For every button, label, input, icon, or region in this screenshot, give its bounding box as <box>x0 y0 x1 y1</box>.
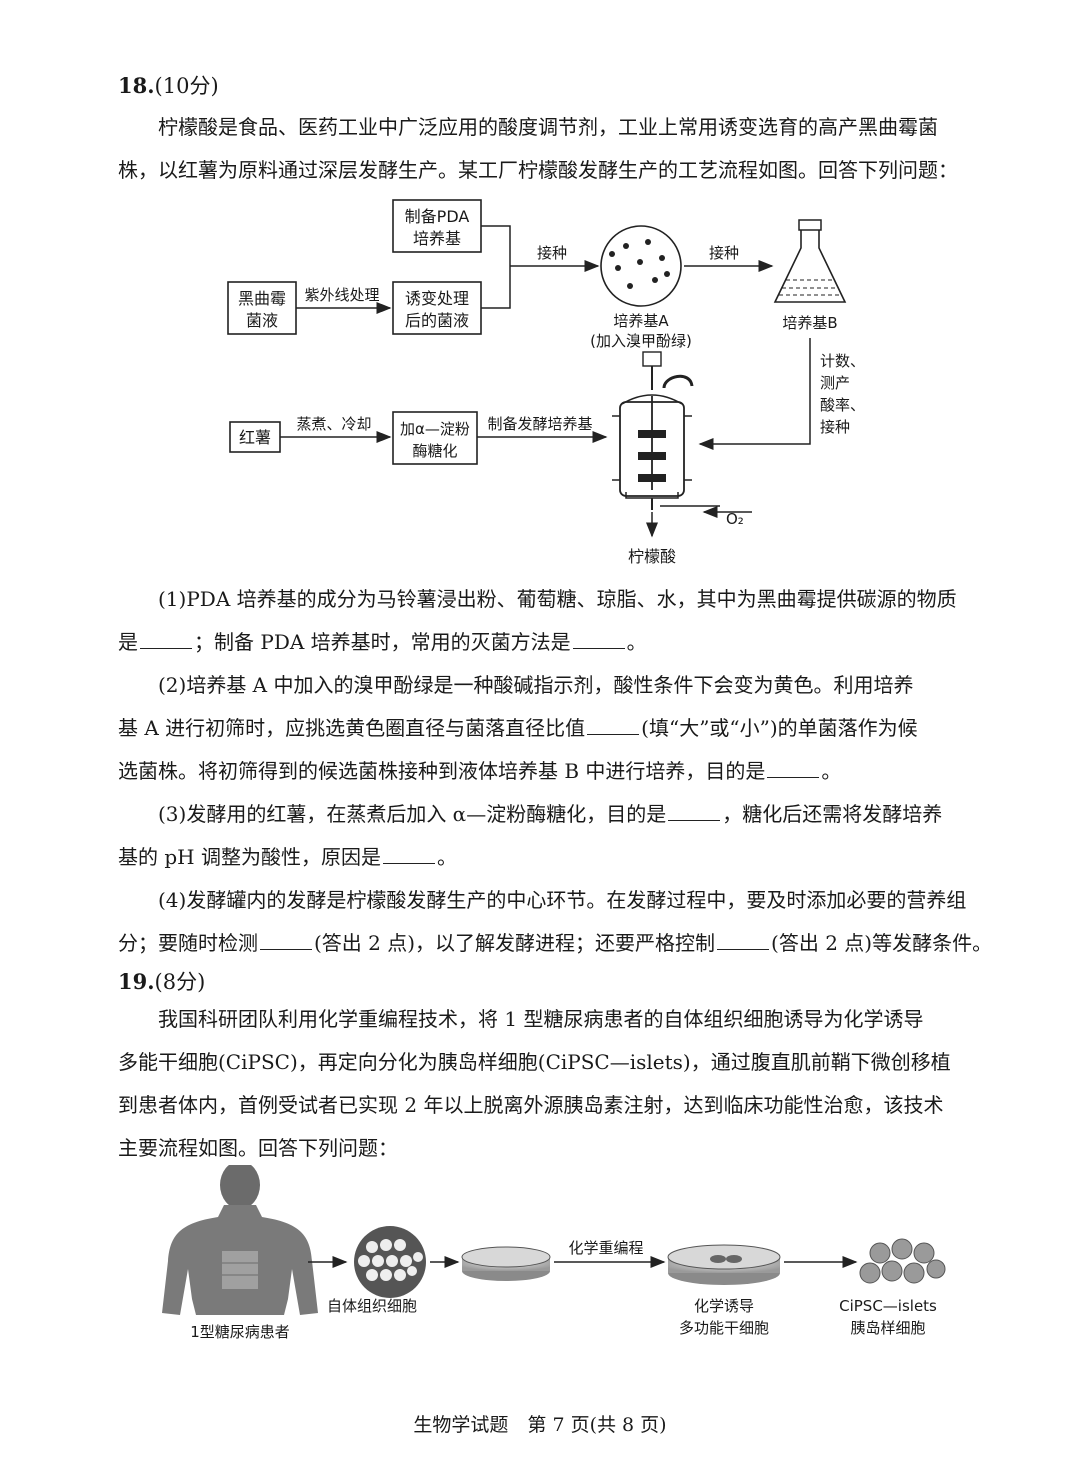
q19-intro-line-4: 主要流程如图。回答下列问题： <box>118 1136 398 1160</box>
q18-3-line2: 基的 pH 调整为酸性，原因是。 <box>118 845 457 869</box>
side-note-line2: 测产 <box>820 374 850 392</box>
plate-a-sublabel: (加入溴甲酚绿) <box>590 332 692 350</box>
petri-dish-1 <box>461 1246 551 1281</box>
side-note-line1: 计数、 <box>820 352 865 370</box>
q18-4-line1: (4)发酵罐内的发酵是柠檬酸发酵生产的中心环节。在发酵过程中，要及时添加必要的营… <box>158 888 967 912</box>
answer-blank[interactable] <box>382 845 435 864</box>
answer-blank[interactable] <box>767 759 820 778</box>
q18-intro-line-2: 株，以红薯为原料通过深层发酵生产。某工厂柠檬酸发酵生产的工艺流程如图。回答下列问… <box>118 158 958 182</box>
q18-1-line2: 是；制备 PDA 培养基时，常用的灭菌方法是。 <box>118 630 647 654</box>
reprogram-arrow-label: 化学重编程 <box>568 1239 643 1257</box>
islet-label-line2: 胰岛样细胞 <box>850 1319 925 1337</box>
answer-blank[interactable] <box>140 630 192 649</box>
uv-arrow-label: 紫外线处理 <box>304 286 379 304</box>
answer-blank[interactable] <box>572 630 625 649</box>
patient-figure <box>162 1165 318 1315</box>
plate-a-label: 培养基A <box>613 312 669 330</box>
mutated-box-line2: 后的菌液 <box>405 311 469 330</box>
islet-cells-icon <box>859 1238 946 1284</box>
q19-intro: 我国科研团队利用化学重编程技术，将 1 型糖尿病患者的自体组织细胞诱导为化学诱导… <box>118 998 970 1170</box>
ipsc-label-line1: 化学诱导 <box>694 1297 754 1315</box>
q19-intro-line-1: 我国科研团队利用化学重编程技术，将 1 型糖尿病患者的自体组织细胞诱导为化学诱导 <box>158 1007 924 1031</box>
side-note-line4: 接种 <box>820 418 850 436</box>
sweet-potato-label: 红薯 <box>239 428 271 447</box>
q18-1-line1: (1)PDA 培养基的成分为马铃薯浸出粉、葡萄糖、琼脂、水，其中为黑曲霉提供碳源… <box>158 587 957 611</box>
aspergillus-box: 黑曲霉 菌液 <box>227 281 297 335</box>
petri-dish-2 <box>667 1244 781 1285</box>
amylase-box-line1: 加α—淀粉 <box>400 420 470 438</box>
amylase-box-line2: 酶糖化 <box>412 442 457 460</box>
tissue-cells-icon <box>354 1226 426 1298</box>
q18-intro: 柠檬酸是食品、医药工业中广泛应用的酸度调节剂，工业上常用诱变选育的高产黑曲霉菌 … <box>118 106 970 192</box>
islet-label-line1: CiPSC—islets <box>839 1297 937 1315</box>
pda-box-line1: 制备PDA <box>405 207 470 226</box>
q18-questions: (1)PDA 培养基的成分为马铃薯浸出粉、葡萄糖、琼脂、水，其中为黑曲霉提供碳源… <box>118 578 993 965</box>
citric-acid-label: 柠檬酸 <box>628 547 676 566</box>
ipsc-label-line2: 多功能干细胞 <box>679 1319 769 1337</box>
q18-heading: 18.(10分) <box>118 70 219 100</box>
cipsc-process-diagram: 1型糖尿病患者 自体组织细胞 化学重编程 化学诱导 多 <box>162 1165 946 1341</box>
q19-points: (8分) <box>154 970 206 994</box>
q18-3-line1: (3)发酵用的红薯，在蒸煮后加入 α—淀粉酶糖化，目的是，糖化后还需将发酵培养 <box>158 802 943 826</box>
flask-b <box>773 219 847 303</box>
pda-box: 制备PDA 培养基 <box>392 199 482 253</box>
patient-label: 1型糖尿病患者 <box>190 1323 290 1341</box>
q18-points: (10分) <box>154 74 219 98</box>
amylase-box: 加α—淀粉 酶糖化 <box>392 411 478 465</box>
q19-heading: 19.(8分) <box>118 966 205 996</box>
q18-2-line3: 选菌株。将初筛得到的候选菌株接种到液体培养基 B 中进行培养，目的是。 <box>118 759 842 783</box>
inoculate-arrow-2-label: 接种 <box>709 244 739 262</box>
q18-intro-line-1: 柠檬酸是食品、医药工业中广泛应用的酸度调节剂，工业上常用诱变选育的高产黑曲霉菌 <box>158 115 938 139</box>
answer-blank[interactable] <box>260 931 312 950</box>
inoculate-arrow-1-label: 接种 <box>537 244 567 262</box>
aspergillus-box-line1: 黑曲霉 <box>238 289 286 308</box>
q19-intro-line-2: 多能干细胞(CiPSC)，再定向分化为胰岛样细胞(CiPSC—islets)，通… <box>118 1050 951 1074</box>
page-footer: 生物学试题 第 7 页(共 8 页) <box>413 1414 667 1436</box>
plate-a <box>600 225 682 307</box>
tissue-cells-label: 自体组织细胞 <box>327 1297 417 1315</box>
q18-4-line2: 分；要随时检测(答出 2 点)，以了解发酵进程；还要严格控制(答出 2 点)等发… <box>118 931 993 955</box>
mutated-box-line1: 诱变处理 <box>405 289 469 308</box>
q19-number: 19. <box>118 969 155 994</box>
side-note-line3: 酸率、 <box>820 396 865 414</box>
q19-intro-line-3: 到患者体内，首例受试者已实现 2 年以上脱离外源胰岛素注射，达到临床功能性治愈，… <box>118 1093 944 1117</box>
o2-label: O₂ <box>726 510 744 528</box>
q18-2-line1: (2)培养基 A 中加入的溴甲酚绿是一种酸碱指示剂，酸性条件下会变为黄色。利用培… <box>158 673 914 697</box>
fermenter-tank <box>612 351 720 510</box>
steam-arrow-label: 蒸煮、冷却 <box>296 415 371 433</box>
answer-blank[interactable] <box>587 716 640 735</box>
q18-number: 18. <box>118 73 155 98</box>
q18-2-line2: 基 A 进行初筛时，应挑选黄色圈直径与菌落直径比值(填“大”或“小”)的单菌落作… <box>118 716 918 740</box>
pda-box-line2: 培养基 <box>413 229 461 248</box>
aspergillus-box-line2: 菌液 <box>246 311 278 330</box>
sweet-potato-box: 红薯 <box>229 421 281 453</box>
medium-arrow-label: 制备发酵培养基 <box>487 415 592 433</box>
answer-blank[interactable] <box>668 802 721 821</box>
citric-acid-process-diagram: 制备PDA 培养基 黑曲霉 菌液 紫外线处理 诱变处理 后的菌液 接种 <box>227 199 865 566</box>
answer-blank[interactable] <box>717 931 770 950</box>
mutated-culture-box: 诱变处理 后的菌液 <box>392 281 482 335</box>
flask-b-label: 培养基B <box>782 314 837 332</box>
